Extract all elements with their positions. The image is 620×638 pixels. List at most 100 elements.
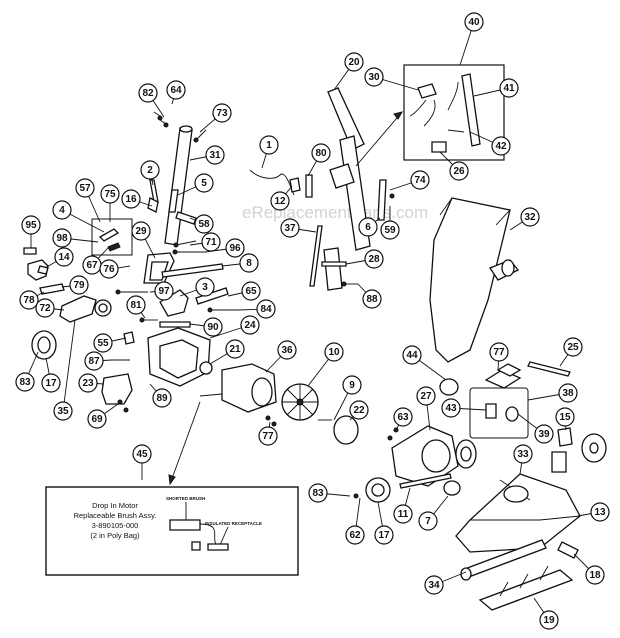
callout-balloon: [424, 575, 444, 595]
callout-balloon: [258, 426, 278, 446]
callout-number: 58: [198, 219, 210, 230]
callout-balloon: [491, 136, 511, 156]
callout-balloon: [152, 388, 172, 408]
callout-balloon: [534, 424, 554, 444]
callout-number: 13: [594, 507, 606, 518]
callout-number: 74: [414, 175, 426, 186]
callout-31: 31: [189, 145, 225, 165]
callout-10: 10: [307, 342, 344, 387]
callout-number: 19: [543, 615, 555, 626]
callout-number: 23: [82, 378, 94, 389]
callout-balloon: [87, 409, 107, 429]
callout-balloon: [140, 160, 160, 180]
callout-21: 21: [209, 339, 245, 365]
callout-35: 35: [53, 319, 76, 421]
callout-balloon: [585, 565, 605, 585]
callout-34: 34: [424, 571, 467, 595]
callout-number: 95: [25, 220, 37, 231]
nozzle-base: [455, 473, 581, 553]
callout-number: 97: [158, 286, 170, 297]
callout-97: 97: [149, 281, 174, 301]
callout-89: 89: [149, 383, 172, 408]
callout-43: 43: [441, 398, 487, 418]
callout-number: 96: [229, 243, 241, 254]
callout-63: 63: [393, 407, 413, 431]
callout-3: 3: [179, 277, 215, 297]
callout-number: 7: [425, 516, 431, 527]
callout-number: 76: [103, 264, 115, 275]
callout-balloon: [349, 400, 369, 420]
callout-57: 57: [75, 178, 101, 223]
callout-balloon: [277, 340, 297, 360]
callout-balloon: [324, 342, 344, 362]
callout-78: 78: [19, 290, 45, 310]
callout-balloon: [225, 238, 245, 258]
callout-number: 3: [202, 282, 208, 293]
callout-number: 81: [130, 300, 142, 311]
callout-17: 17: [41, 357, 61, 393]
callout-83: 83: [15, 351, 39, 392]
callout-76: 76: [99, 259, 119, 279]
callout-balloon: [194, 173, 214, 193]
callout-69: 69: [87, 403, 119, 429]
callout-balloon: [364, 67, 384, 87]
callout-9: 9: [333, 375, 362, 421]
callout-balloon: [563, 337, 583, 357]
callout-balloon: [205, 145, 225, 165]
callout-24: 24: [209, 315, 260, 339]
callout-number: 42: [495, 141, 507, 152]
callout-balloon: [21, 215, 41, 235]
callout-number: 17: [378, 530, 390, 541]
callout-balloon: [449, 161, 469, 181]
callout-balloon: [138, 83, 158, 103]
callout-number: 55: [97, 338, 109, 349]
callout-32: 32: [509, 207, 540, 231]
callout-number: 36: [281, 345, 293, 356]
callout-number: 69: [91, 414, 103, 425]
callout-number: 4: [59, 205, 65, 216]
callout-25: 25: [559, 337, 583, 367]
callout-number: 43: [445, 403, 457, 414]
callout-balloon: [418, 511, 438, 531]
callout-14: 14: [44, 247, 74, 269]
callout-balloon: [41, 373, 61, 393]
leader-line: [62, 319, 76, 412]
callout-balloon: [344, 52, 364, 72]
callout-number: 39: [538, 429, 550, 440]
callout-balloon: [513, 444, 533, 464]
callout-balloon: [345, 525, 365, 545]
inset-line-2: Replaceable Brush Assy.: [74, 511, 157, 520]
callout-number: 71: [205, 237, 217, 248]
callout-number: 31: [209, 150, 221, 161]
callout-balloon: [239, 253, 259, 273]
callout-balloon: [131, 221, 151, 241]
callout-number: 37: [284, 223, 296, 234]
callout-number: 2: [147, 165, 153, 176]
callout-balloon: [54, 247, 74, 267]
callout-number: 89: [156, 393, 168, 404]
inset-motor-brush: Drop In Motor Replaceable Brush Assy. 3-…: [45, 486, 299, 576]
callout-64: 64: [166, 80, 186, 105]
callout-balloon: [212, 103, 232, 123]
inset-line-3: 3-890105-000: [92, 521, 139, 530]
callout-44: 44: [402, 345, 447, 381]
callout-84: 84: [237, 299, 276, 319]
callout-number: 40: [468, 17, 480, 28]
callout-16: 16: [121, 189, 153, 209]
callout-58: 58: [189, 214, 214, 234]
callout-number: 20: [348, 57, 360, 68]
callout-88: 88: [357, 283, 382, 309]
insulated-receptacle-label: INSULATED RECEPTACLE: [205, 521, 262, 526]
callout-74: 74: [389, 170, 430, 191]
callout-7: 7: [418, 495, 449, 531]
callout-balloon: [121, 189, 141, 209]
callout-balloon: [489, 342, 509, 362]
callout-number: 44: [406, 350, 418, 361]
callout-number: 14: [58, 252, 70, 263]
callout-30: 30: [364, 67, 419, 91]
callout-balloon: [416, 386, 436, 406]
callout-number: 27: [420, 391, 432, 402]
callout-balloon: [154, 281, 174, 301]
fan-impeller: [281, 383, 319, 421]
callout-balloon: [590, 502, 610, 522]
